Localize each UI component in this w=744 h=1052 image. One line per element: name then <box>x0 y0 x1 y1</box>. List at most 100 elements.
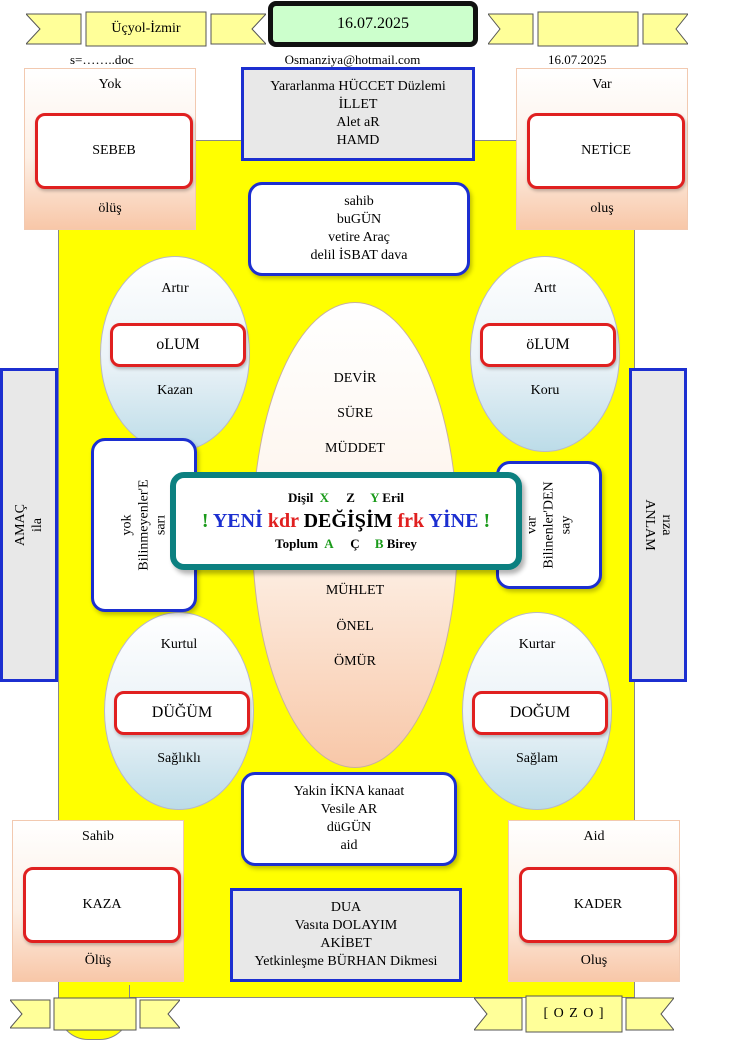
text-line: Alet aR <box>336 115 380 130</box>
ozo-label: [ O Z O ] <box>543 1006 605 1021</box>
text-line: say <box>558 515 574 535</box>
right-side-text: rıza ANLAM <box>641 499 675 550</box>
olum-box: oLUM <box>110 323 246 367</box>
oval-upper-3: MÜDDET <box>325 441 385 456</box>
text-line: buGÜN <box>336 212 382 227</box>
sebeb-box: SEBEB <box>35 113 193 189</box>
file-label: s=……..doc <box>70 52 134 67</box>
text-line: sarı <box>153 514 169 536</box>
corner-top-text: Aid <box>583 829 605 844</box>
dogum-box: DOĞUM <box>472 691 608 735</box>
ribbon-shape <box>474 995 674 1033</box>
central-line-3: Toplum A Ç B Birey <box>275 534 417 554</box>
corner-bottom-right: Aid KADER Oluş <box>508 820 680 982</box>
olum-label: oLUM <box>156 336 200 353</box>
ribbon-shape <box>488 11 688 47</box>
netice-label: NETİCE <box>581 143 631 158</box>
birey-label: Birey <box>386 536 417 551</box>
corner-top-left: Yok SEBEB ölüş <box>24 68 196 230</box>
date-label: 16.07.2025 <box>337 15 409 32</box>
z-label: Z <box>346 490 355 505</box>
text-line: Yakin İKNA kanaat <box>293 784 405 799</box>
exclaim-left: ! <box>201 510 209 532</box>
ellipse-bottom-left: Kurtul DÜĞÜM Sağlıklı <box>104 612 254 810</box>
ellipse-bottom-text: Kazan <box>157 383 193 398</box>
ribbon-shape <box>10 997 180 1031</box>
dugum-box: DÜĞÜM <box>114 691 250 735</box>
netice-box: NETİCE <box>527 113 685 189</box>
text-line: Yetkinleşme BÜRHAN Dikmesi <box>254 954 438 969</box>
oval-lower-1: MÜHLET <box>325 583 385 598</box>
ellipse-top-right: Artt öLUM Koru <box>470 256 620 452</box>
text-line: Yararlanma HÜCCET Düzlemi <box>270 79 446 94</box>
top-gray-box: Yararlanma HÜCCET Düzlemi İLLET Alet aR … <box>241 67 475 161</box>
text-line: rıza <box>659 514 674 536</box>
kader-box: KADER <box>519 867 677 943</box>
ellipse-bottom-right: Kurtar DOĞUM Sağlam <box>462 612 612 810</box>
text-line: Vasıta DOLAYIM <box>294 918 398 933</box>
oval-lower-3: ÖMÜR <box>333 654 376 669</box>
kader-label: KADER <box>573 897 623 912</box>
text-line: ila <box>30 518 45 533</box>
c-label: Ç <box>350 536 360 551</box>
corner-top-right: Var NETİCE oluş <box>516 68 688 230</box>
yine-label: YİNE <box>428 510 479 532</box>
text-line: aid <box>340 838 358 853</box>
text-line: DUA <box>330 900 362 915</box>
eril-label: Eril <box>382 490 404 505</box>
central-line-1: Dişil X Z Y Eril <box>288 488 404 508</box>
bottom-blue-box: Yakin İKNA kanaat Vesile AR düGÜN aid <box>241 772 457 866</box>
ellipse-bottom-text: Koru <box>530 383 560 398</box>
text-line: Bilinmeyenler'E <box>136 479 152 571</box>
central-line-2: ! YENİ kdr DEĞİŞİM frk YİNE ! <box>202 508 490 534</box>
top-blue-box: sahib buGÜN vetire Araç delil İSBAT dava <box>248 182 470 276</box>
ellipse-bottom-text: Sağlıklı <box>157 751 201 766</box>
email-label: Osmanziya@hotmail.com <box>284 52 421 67</box>
ellipse-top-text: Kurtar <box>518 637 556 652</box>
bottom-gray-box: DUA Vasıta DOLAYIM AKİBET Yetkinleşme BÜ… <box>230 888 462 982</box>
corner-bottom-left: Sahib KAZA Ölüş <box>12 820 184 982</box>
olum-box-right: öLUM <box>480 323 616 367</box>
kaza-label: KAZA <box>82 897 122 912</box>
text-line: ANLAM <box>642 499 657 551</box>
left-side-box: AMAÇ ila <box>0 368 58 682</box>
olum-label-right: öLUM <box>526 336 570 353</box>
ellipse-top-left: Artır oLUM Kazan <box>100 256 250 452</box>
date-right-label: 16.07.2025 <box>548 52 607 67</box>
left-side-text: AMAÇ ila <box>12 504 46 546</box>
dogum-label: DOĞUM <box>509 704 571 721</box>
right-side-box: rıza ANLAM <box>629 368 687 682</box>
right-banner <box>488 10 688 48</box>
text-line: yok <box>119 514 135 536</box>
frk-label: frk <box>397 510 425 532</box>
date-box: 16.07.2025 <box>268 1 478 47</box>
corner-top-text: Sahib <box>82 829 114 844</box>
kdr-label: kdr <box>267 510 299 532</box>
corner-top-text: Var <box>592 77 612 92</box>
text-line: Vesile AR <box>320 802 378 817</box>
kaza-box: KAZA <box>23 867 181 943</box>
text-line: AMAÇ <box>13 503 28 547</box>
yeni-label: YENİ <box>212 510 263 532</box>
ellipse-top-text: Kurtul <box>160 637 198 652</box>
oval-lower-2: ÖNEL <box>336 619 374 634</box>
corner-bottom-text: oluş <box>590 201 614 216</box>
ellipse-bottom-text: Sağlam <box>516 751 558 766</box>
text-line: Bilinenler'DEN <box>541 481 557 569</box>
x-label: X <box>319 490 329 505</box>
right-small-text: var Bilinenler'DEN say <box>524 481 575 568</box>
ozo-banner: [ O Z O ] <box>474 994 674 1034</box>
exclaim-right: ! <box>483 510 491 532</box>
oval-upper-1: DEVİR <box>333 371 377 386</box>
y-label: Y <box>370 490 380 505</box>
corner-bottom-text: Oluş <box>580 953 608 968</box>
corner-bottom-text: ölüş <box>98 201 122 216</box>
place-label: Üçyol-İzmir <box>111 21 181 36</box>
text-line: sahib <box>344 194 374 209</box>
toplum-label: Toplum <box>275 536 319 551</box>
disil-label: Dişil <box>288 490 314 505</box>
ellipse-top-text: Artır <box>161 281 189 296</box>
text-line: vetire Araç <box>328 230 390 245</box>
text-line: düGÜN <box>326 820 372 835</box>
text-line: HAMD <box>336 133 380 148</box>
